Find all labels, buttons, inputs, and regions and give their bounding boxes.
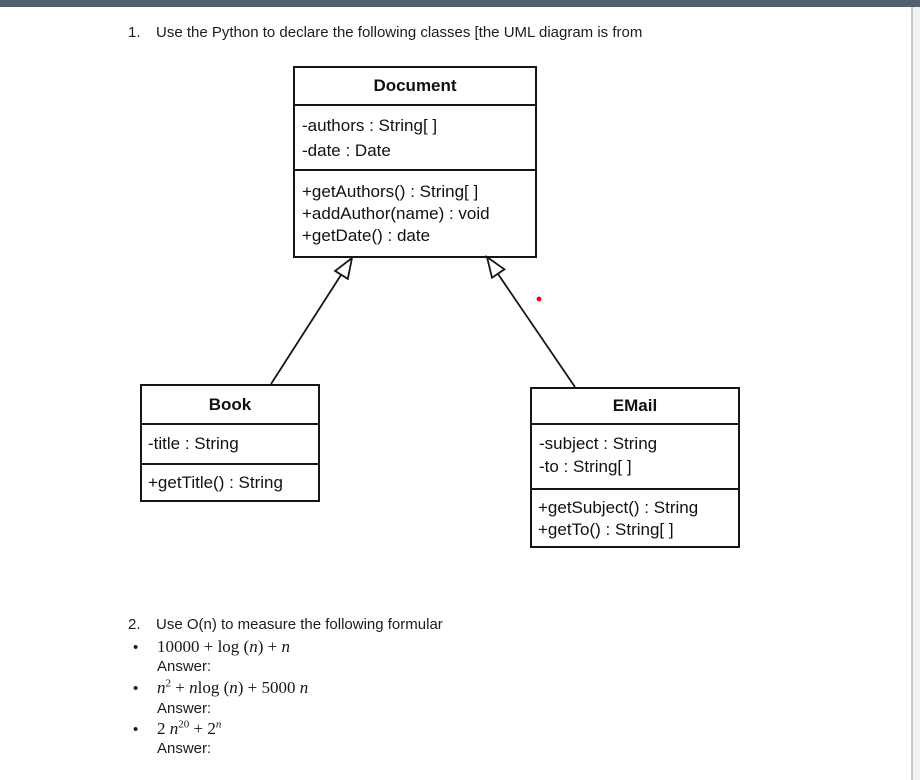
inheritance-arrow-email-to-document bbox=[485, 254, 576, 388]
uml-attribute: -subject : String bbox=[539, 434, 658, 453]
uml-attribute: -authors : String[ ] bbox=[302, 116, 438, 135]
formula-3: 2 n20 + 2n bbox=[157, 718, 222, 738]
uml-method: +getTo() : String[ ] bbox=[538, 520, 674, 539]
bullet-icon: • bbox=[133, 639, 139, 656]
answer-label-1: Answer: bbox=[157, 658, 212, 675]
question-2: 2. Use O(n) to measure the following form… bbox=[128, 616, 443, 633]
answer-label-2: Answer: bbox=[157, 700, 212, 717]
answer-label-3: Answer: bbox=[157, 740, 212, 757]
uml-class-email-methods: +getSubject() : String +getTo() : String… bbox=[532, 488, 738, 546]
uml-class-email: EMail -subject : String -to : String[ ] … bbox=[530, 387, 740, 548]
uml-attribute: -title : String bbox=[148, 434, 239, 453]
uml-method: +getDate() : date bbox=[302, 226, 431, 245]
uml-method: +getAuthors() : String[ ] bbox=[302, 182, 479, 201]
uml-class-document-title: Document bbox=[373, 76, 457, 95]
question-1-text: Use the Python to declare the following … bbox=[156, 24, 643, 41]
uml-class-document-attributes: -authors : String[ ] -date : Date bbox=[295, 104, 535, 169]
formula-1: 10000 + log (n) + n bbox=[157, 637, 290, 656]
bullet-icon: • bbox=[133, 721, 139, 738]
red-dot-marker bbox=[536, 296, 542, 302]
q2-item-2: • n2 + nlog (n) + 5000 n bbox=[133, 678, 308, 698]
page-edge-strip bbox=[911, 7, 920, 780]
uml-class-book-methods: +getTitle() : String bbox=[142, 463, 318, 500]
uml-class-book-attributes: -title : String bbox=[142, 423, 318, 463]
uml-class-book: Book -title : String +getTitle() : Strin… bbox=[140, 384, 320, 502]
q2-item-1: • 10000 + log (n) + n bbox=[133, 637, 290, 657]
uml-method: +getTitle() : String bbox=[148, 472, 283, 492]
uml-attribute: -date : Date bbox=[302, 141, 391, 160]
bullet-icon: • bbox=[133, 680, 139, 697]
uml-class-book-title: Book bbox=[208, 394, 252, 414]
uml-attribute: -to : String[ ] bbox=[539, 457, 632, 476]
question-1: 1. Use the Python to declare the followin… bbox=[128, 24, 642, 41]
uml-class-email-title: EMail bbox=[612, 396, 658, 415]
question-2-number: 2. bbox=[128, 616, 141, 633]
uml-method: +addAuthor(name) : void bbox=[302, 204, 490, 223]
question-1-number: 1. bbox=[128, 24, 141, 41]
formula-2: n2 + nlog (n) + 5000 n bbox=[157, 677, 309, 697]
question-2-text: Use O(n) to measure the following formul… bbox=[156, 616, 443, 633]
window-top-bar bbox=[0, 0, 920, 7]
q2-item-3: • 2 n20 + 2n bbox=[133, 719, 221, 739]
uml-class-document-methods: +getAuthors() : String[ ] +addAuthor(nam… bbox=[295, 169, 535, 256]
inheritance-arrow-book-to-document bbox=[270, 255, 354, 385]
uml-method: +getSubject() : String bbox=[538, 498, 699, 517]
uml-class-email-attributes: -subject : String -to : String[ ] bbox=[532, 423, 738, 488]
uml-class-document: Document -authors : String[ ] -date : Da… bbox=[293, 66, 537, 258]
